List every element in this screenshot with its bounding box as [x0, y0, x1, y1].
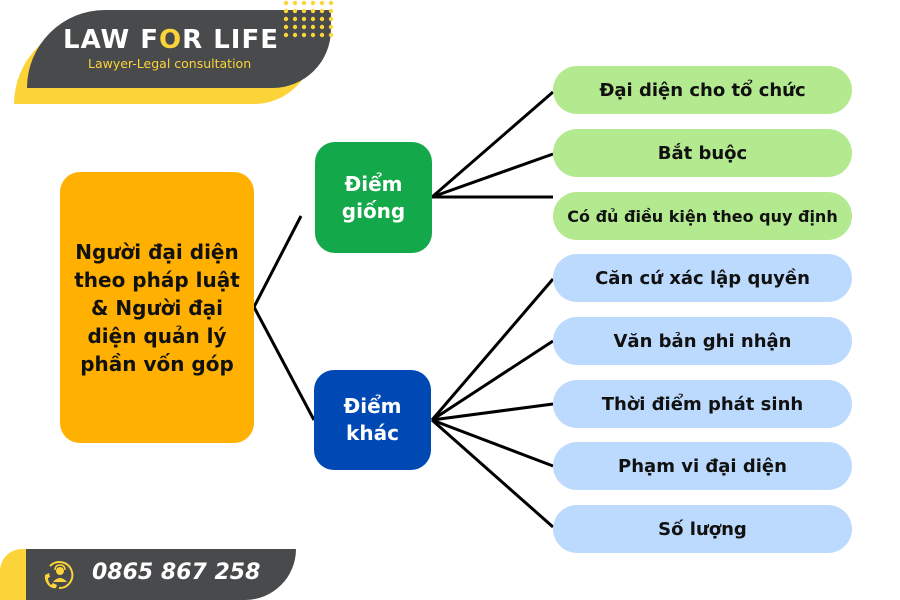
branch-label: Điểm giống: [341, 171, 406, 223]
leaf-node: Thời điểm phát sinh: [553, 380, 852, 428]
leaf-node: Bắt buộc: [553, 129, 852, 177]
leaf-node: Căn cứ xác lập quyền: [553, 254, 852, 302]
leaf-label: Thời điểm phát sinh: [601, 393, 804, 415]
leaf-label: Đại diện cho tổ chức: [599, 79, 806, 101]
phone-support-icon: [44, 561, 74, 590]
root-node: Người đại diện theo pháp luật & Người đạ…: [60, 172, 254, 443]
leaf-node: Có đủ điều kiện theo quy định: [553, 192, 852, 240]
contact-phone-number[interactable]: 0865 867 258: [92, 560, 261, 585]
root-node-label: Người đại diện theo pháp luật & Người đạ…: [74, 239, 240, 376]
leaf-label: Bắt buộc: [657, 142, 748, 164]
brand-logo-title: LAW FOR LIFE: [63, 25, 279, 55]
leaf-node: Đại diện cho tổ chức: [553, 66, 852, 114]
globe-icon: O: [159, 25, 183, 55]
brand-subtitle: Lawyer-Legal consultation: [88, 56, 252, 71]
branch-node-similarities: Điểm giống: [315, 142, 432, 253]
leaf-node: Số lượng: [553, 505, 852, 553]
leaf-label: Căn cứ xác lập quyền: [595, 267, 810, 289]
branch-node-differences: Điểm khác: [314, 370, 431, 470]
leaf-label: Văn bản ghi nhận: [613, 330, 792, 352]
leaf-label: Có đủ điều kiện theo quy định: [567, 206, 838, 226]
leaf-label: Phạm vi đại diện: [618, 455, 787, 477]
dot-grid-decoration: [283, 0, 334, 38]
logo-background: [27, 10, 331, 88]
leaf-node: Phạm vi đại diện: [553, 442, 852, 490]
branch-label: Điểm khác: [343, 394, 402, 445]
leaf-node: Văn bản ghi nhận: [553, 317, 852, 365]
footer-contact-bar: [26, 549, 296, 600]
leaf-label: Số lượng: [658, 518, 747, 540]
